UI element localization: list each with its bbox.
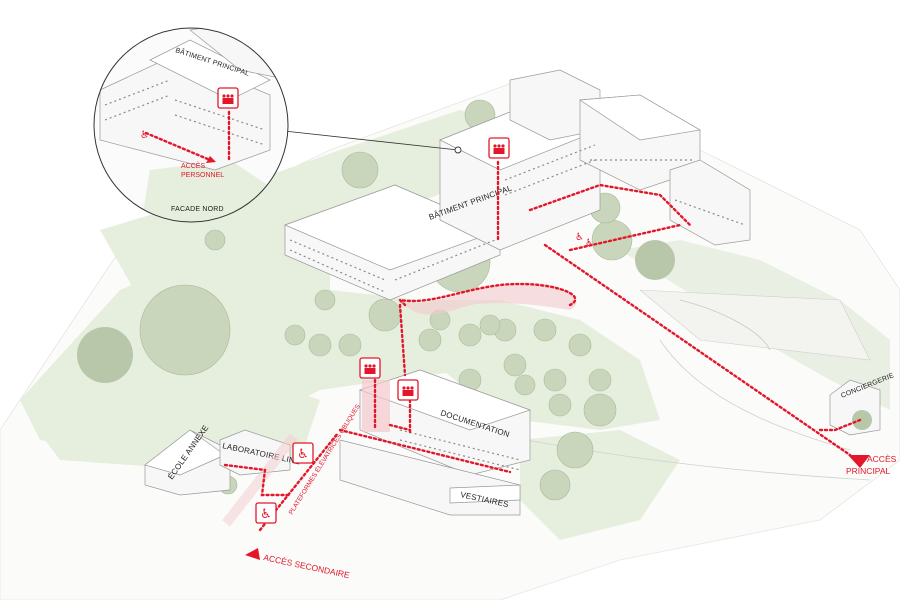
building-ecole-annexe: ÉCOLE ANNEXE bbox=[144, 423, 231, 496]
building-principal: BÂTIMENT PRINCIPAL bbox=[284, 69, 751, 301]
access-principal: ACCÈS PRINCIPAL bbox=[846, 454, 897, 476]
svg-text:♿: ♿ bbox=[585, 238, 594, 249]
elevator-icon bbox=[397, 379, 419, 401]
svg-text:♿: ♿ bbox=[575, 232, 584, 243]
elevator-icon bbox=[488, 137, 510, 159]
wheelchair-icon: ♿ ♿ bbox=[575, 232, 594, 249]
wheelchair-icon: ♿ bbox=[292, 442, 314, 464]
inset-caption: FACADE NORD bbox=[171, 206, 224, 213]
svg-text:♿: ♿ bbox=[297, 447, 309, 462]
callout-line bbox=[274, 129, 459, 151]
label-acces-principal-1: ACCÈS bbox=[867, 454, 897, 464]
label-acces-principal-2: PRINCIPAL bbox=[846, 466, 891, 476]
wheelchair-icon: ♿ bbox=[255, 502, 277, 524]
access-arrow-icon bbox=[245, 548, 260, 560]
elevator-icon bbox=[217, 87, 239, 109]
inset-access-label-1: ACCÈS bbox=[181, 161, 205, 170]
svg-text:♿: ♿ bbox=[260, 507, 272, 522]
access-arrow-icon bbox=[848, 455, 870, 468]
callout-point bbox=[454, 146, 462, 154]
wheelchair-icon: ♿ bbox=[140, 130, 149, 141]
inset-access-label-2: PERSONNEL bbox=[181, 172, 224, 179]
elevator-icon bbox=[359, 357, 381, 379]
building-vestiaires: VESTIAIRES bbox=[339, 439, 521, 516]
